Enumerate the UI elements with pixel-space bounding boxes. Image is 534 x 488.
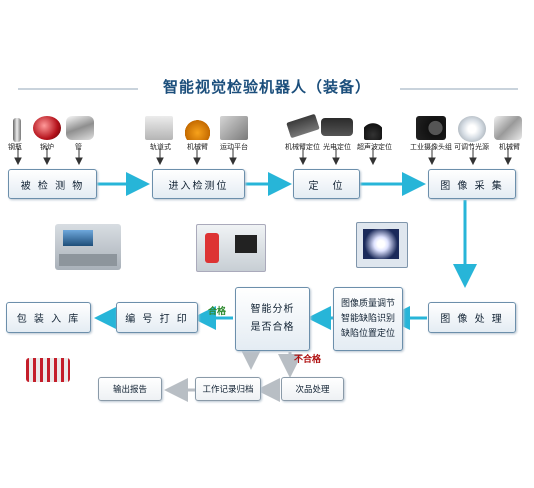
- fail-label: 不合格: [294, 355, 322, 365]
- robot-inspection-image: [196, 224, 266, 272]
- title-line-left: [18, 88, 138, 90]
- boiler-icon: [33, 116, 61, 140]
- title-line-right: [400, 88, 518, 90]
- label-pipe: 管: [75, 143, 82, 151]
- processing-line-3: 缺陷位置定位: [340, 328, 395, 339]
- step-inspected-object: 被 检 测 物: [8, 169, 97, 199]
- step-image-processing: 图 像 处 理: [428, 302, 516, 333]
- label-light-source: 可调节光源: [454, 143, 489, 151]
- robot-arm-part: [205, 233, 219, 263]
- page-title: 智能视觉检验机器人（装备）: [162, 78, 371, 96]
- pass-label: 合格: [208, 307, 227, 317]
- photoelectric-icon: [321, 118, 353, 136]
- reject-flow: [164, 346, 302, 402]
- step-image-acquisition: 图 像 采 集: [428, 169, 516, 199]
- motion-platform-icon: [220, 116, 248, 140]
- light-source-icon: [458, 116, 486, 142]
- machine-screen: [63, 230, 93, 246]
- label-steel-cylinder: 钢瓶: [8, 143, 22, 151]
- label-photoelectric: 光电定位: [323, 143, 351, 151]
- step-output-report: 输出报告: [98, 377, 162, 401]
- step-enter-position: 进入检测位: [152, 169, 245, 199]
- robot-arm-icon: [185, 116, 210, 140]
- machine-base: [59, 254, 117, 266]
- software-screen-image: [356, 222, 408, 268]
- software-view: [363, 229, 399, 259]
- camera-icon: [416, 116, 446, 140]
- rail-icon: [145, 116, 173, 140]
- processing-line-2: 智能缺陷识别: [340, 313, 395, 324]
- label-boiler: 锅炉: [40, 143, 54, 151]
- ultrasonic-icon: [364, 114, 382, 140]
- label-arm-positioning: 机械臂定位: [285, 143, 320, 151]
- step-smart-analysis: 智能分析 是否合格: [235, 287, 310, 351]
- processing-line-1: 图像质量调节: [340, 298, 395, 309]
- label-mechanical-arm: 机械臂: [499, 143, 520, 151]
- steel-cylinder-icon: [13, 118, 21, 142]
- main-flow: [94, 172, 477, 330]
- label-rail: 轨道式: [150, 143, 171, 151]
- input-arrows: [14, 148, 512, 166]
- label-ultrasonic: 超声波定位: [357, 143, 392, 151]
- analysis-line-1: 智能分析: [250, 304, 295, 315]
- finished-products-image: [26, 358, 70, 382]
- step-packaging: 包 装 入 库: [6, 302, 91, 333]
- step-defect-handling: 次品处理: [281, 377, 344, 401]
- step-positioning: 定 位: [293, 169, 360, 199]
- analysis-line-2: 是否合格: [250, 322, 295, 333]
- robot-screen: [235, 235, 257, 253]
- pipe-icon: [66, 116, 94, 140]
- mechanical-arm-icon: [494, 116, 522, 140]
- step-processing-detail: 图像质量调节 智能缺陷识别 缺陷位置定位: [333, 287, 403, 351]
- step-record-archive: 工作记录归档: [195, 377, 261, 401]
- label-motion-platform: 运动平台: [220, 143, 248, 151]
- step-number-printing: 编 号 打 印: [116, 302, 198, 333]
- label-robot-arm: 机械臂: [187, 143, 208, 151]
- label-camera-group: 工业摄像头组: [410, 143, 452, 151]
- inspection-machine-image: [55, 224, 121, 270]
